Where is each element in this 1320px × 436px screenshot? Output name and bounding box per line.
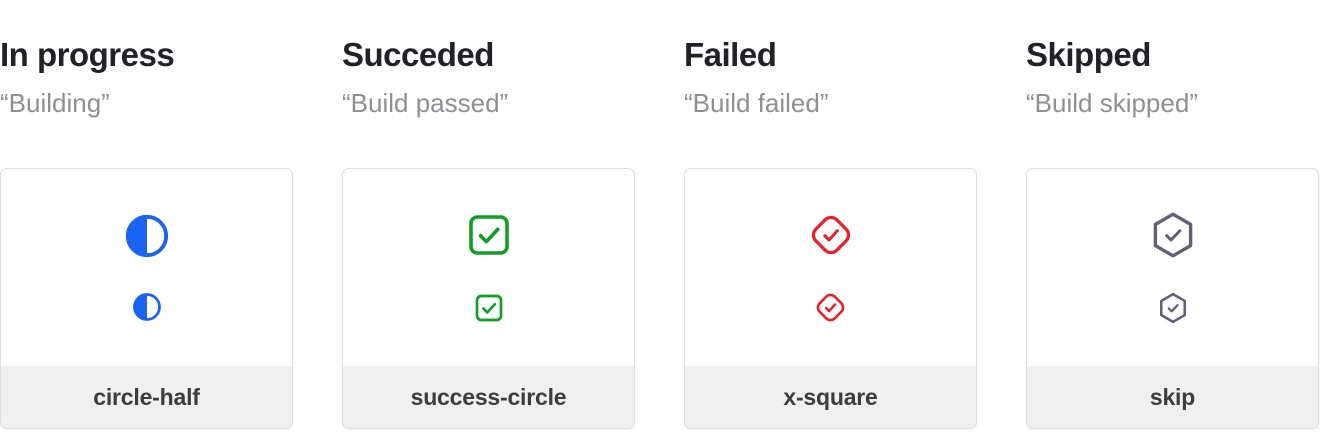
icon-card-success-circle: success-circle	[342, 168, 635, 429]
column-in-progress: In progress “Building”	[0, 36, 293, 429]
icon-name-footer: skip	[1027, 366, 1318, 428]
check-square-icon-large	[465, 211, 513, 259]
icon-card-skip: skip	[1026, 168, 1319, 429]
column-subtitle: “Build skipped”	[1026, 88, 1198, 118]
icon-name-footer: x-square	[685, 366, 976, 428]
check-diamond-icon-large	[808, 212, 854, 258]
icon-preview-area	[685, 169, 976, 366]
icon-preview-area	[1027, 169, 1318, 366]
icon-name-label: x-square	[783, 383, 878, 410]
circle-half-icon-large	[124, 213, 170, 259]
check-hexagon-icon-small	[1157, 292, 1189, 324]
icon-preview-area	[1, 169, 292, 366]
column-title: Skipped	[1026, 36, 1151, 73]
check-square-icon-small	[473, 292, 505, 324]
icon-name-footer: circle-half	[1, 366, 292, 428]
icon-card-x-square: x-square	[684, 168, 977, 429]
column-succeded: Succeded “Build passed”	[342, 36, 635, 429]
column-subtitle: “Build passed”	[342, 88, 509, 118]
icon-name-label: skip	[1149, 383, 1196, 410]
column-title: In progress	[0, 36, 175, 73]
icon-name-label: circle-half	[93, 383, 200, 410]
icon-preview-area	[343, 169, 634, 366]
column-subtitle: “Build failed”	[684, 88, 829, 118]
icon-name-label: success-circle	[410, 383, 567, 410]
icon-name-footer: success-circle	[343, 366, 634, 428]
circle-half-icon-small	[132, 292, 162, 322]
column-subtitle: “Building”	[0, 88, 110, 118]
column-title: Succeded	[342, 36, 494, 73]
icon-card-circle-half: circle-half	[0, 168, 293, 429]
check-hexagon-icon-large	[1149, 211, 1197, 259]
check-diamond-icon-small	[814, 291, 847, 324]
column-failed: Failed “Build failed”	[684, 36, 977, 429]
column-title: Failed	[684, 36, 777, 73]
column-skipped: Skipped “Build skipped”	[1026, 36, 1319, 429]
